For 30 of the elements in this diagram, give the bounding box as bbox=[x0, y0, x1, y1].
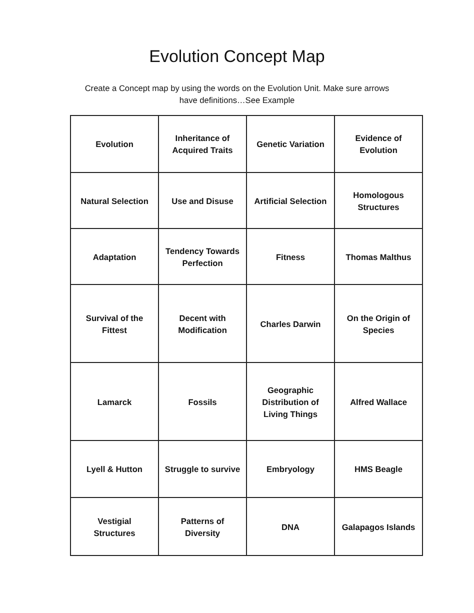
table-cell: Charles Darwin bbox=[246, 284, 334, 362]
table-cell: Vestigial Structures bbox=[70, 498, 158, 556]
table-cell: Thomas Malthus bbox=[334, 228, 422, 284]
table-cell: Geographic Distribution of Living Things bbox=[246, 362, 334, 440]
table-cell: Struggle to survive bbox=[158, 440, 246, 498]
table-cell: Tendency Towards Perfection bbox=[158, 228, 246, 284]
table-cell: Lamarck bbox=[70, 362, 158, 440]
table-cell: Alfred Wallace bbox=[334, 362, 422, 440]
table-cell: Patterns of Diversity bbox=[158, 498, 246, 556]
table-cell: HMS Beagle bbox=[334, 440, 422, 498]
table-cell: Genetic Variation bbox=[246, 116, 334, 172]
table-cell: Evidence of Evolution bbox=[334, 116, 422, 172]
table-cell: Survival of the Fittest bbox=[70, 284, 158, 362]
table-cell: DNA bbox=[246, 498, 334, 556]
table-cell: Inheritance of Acquired Traits bbox=[158, 116, 246, 172]
table-cell: Embryology bbox=[246, 440, 334, 498]
table-cell: Adaptation bbox=[70, 228, 158, 284]
table-cell: Evolution bbox=[70, 116, 158, 172]
table-cell: Natural Selection bbox=[70, 172, 158, 228]
table-cell: Use and Disuse bbox=[158, 172, 246, 228]
table-cell: Fossils bbox=[158, 362, 246, 440]
table-cell: On the Origin of Species bbox=[334, 284, 422, 362]
table-cell: Lyell & Hutton bbox=[70, 440, 158, 498]
table-cell: Homologous Structures bbox=[334, 172, 422, 228]
table-cell: Artificial Selection bbox=[246, 172, 334, 228]
table-cell: Galapagos Islands bbox=[334, 498, 422, 556]
page-title: Evolution Concept Map bbox=[148, 47, 326, 67]
instructions-text: Create a Concept map by using the words on the Evolution Unit. Make sure arrows have definitions…See Example bbox=[84, 82, 390, 106]
table-cell: Fitness bbox=[246, 228, 334, 284]
table-cell: Decent with Modification bbox=[158, 284, 246, 362]
